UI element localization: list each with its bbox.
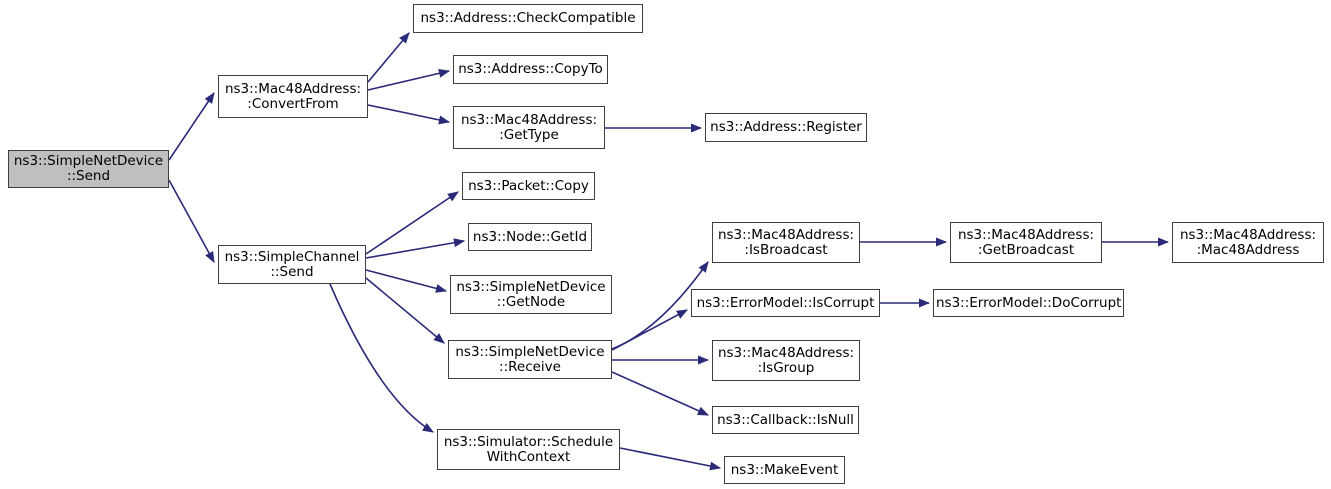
graph-node-label-gettype: ns3::Mac48Address: :GetType	[460, 111, 598, 143]
graph-node-label-getbroadcast: ns3::Mac48Address: :GetBroadcast	[957, 226, 1095, 258]
graph-node-copyto[interactable]: ns3::Address::CopyTo	[453, 55, 608, 84]
edge-channelsend-to-packetcopy	[365, 191, 459, 255]
graph-node-channelsend[interactable]: ns3::SimpleChannel ::Send	[218, 245, 366, 284]
graph-node-label-isnull: ns3::Callback::IsNull	[717, 411, 854, 428]
graph-node-label-send: ns3::SimpleNetDevice ::Send	[13, 153, 164, 184]
graph-node-send[interactable]: ns3::SimpleNetDevice ::Send	[8, 150, 169, 188]
graph-node-iscorrupt[interactable]: ns3::ErrorModel::IsCorrupt	[691, 289, 880, 317]
graph-node-getnode[interactable]: ns3::SimpleNetDevice ::GetNode	[450, 275, 612, 314]
edge-convertfrom-to-checkcompatible	[367, 32, 410, 83]
graph-node-label-mac48address: ns3::Mac48Address: :Mac48Address	[1179, 226, 1317, 258]
edge-schedulectx-to-makeevent	[619, 447, 722, 471]
edge-channelsend-to-schedulectx	[329, 283, 434, 433]
edge-send-to-channelsend	[168, 179, 215, 263]
edge-receive-to-iscorrupt	[611, 309, 688, 351]
edge-channelsend-to-nodegetid	[365, 238, 466, 259]
graph-node-schedulectx[interactable]: ns3::Simulator::Schedule WithContext	[437, 429, 620, 470]
edge-channelsend-to-receive	[365, 277, 445, 344]
graph-node-label-iscorrupt: ns3::ErrorModel::IsCorrupt	[696, 294, 875, 311]
graph-node-label-makeevent: ns3::MakeEvent	[730, 461, 839, 478]
graph-node-mac48address[interactable]: ns3::Mac48Address: :Mac48Address	[1172, 222, 1324, 263]
graph-node-gettype[interactable]: ns3::Mac48Address: :GetType	[453, 106, 605, 149]
graph-node-isbroadcast[interactable]: ns3::Mac48Address: :IsBroadcast	[712, 222, 860, 263]
edge-channelsend-to-getnode	[365, 269, 448, 293]
edge-convertfrom-to-copyto	[367, 68, 451, 91]
graph-node-packetcopy[interactable]: ns3::Packet::Copy	[462, 172, 595, 200]
graph-node-getbroadcast[interactable]: ns3::Mac48Address: :GetBroadcast	[950, 222, 1102, 263]
graph-node-label-schedulectx: ns3::Simulator::Schedule WithContext	[443, 433, 614, 465]
edge-convertfrom-to-gettype	[367, 104, 451, 125]
graph-node-label-channelsend: ns3::SimpleChannel ::Send	[224, 248, 360, 280]
graph-node-isnull[interactable]: ns3::Callback::IsNull	[712, 406, 859, 434]
graph-node-label-receive: ns3::SimpleNetDevice ::Receive	[455, 343, 605, 375]
graph-node-label-checkcompatible: ns3::Address::CheckCompatible	[420, 10, 636, 26]
graph-node-label-getnode: ns3::SimpleNetDevice ::GetNode	[456, 278, 606, 310]
graph-node-docorrupt[interactable]: ns3::ErrorModel::DoCorrupt	[933, 289, 1124, 317]
graph-node-label-docorrupt: ns3::ErrorModel::DoCorrupt	[936, 294, 1122, 311]
graph-node-makeevent[interactable]: ns3::MakeEvent	[724, 456, 845, 484]
graph-node-receive[interactable]: ns3::SimpleNetDevice ::Receive	[448, 340, 612, 379]
graph-node-checkcompatible[interactable]: ns3::Address::CheckCompatible	[413, 4, 643, 33]
edge-send-to-convertfrom	[168, 92, 215, 161]
edge-receive-to-isnull	[611, 371, 710, 416]
graph-node-label-nodegetid: ns3::Node::GetId	[472, 228, 588, 245]
graph-node-label-register: ns3::Address::Register	[710, 119, 862, 135]
graph-node-label-packetcopy: ns3::Packet::Copy	[468, 177, 589, 194]
graph-node-label-convertfrom: ns3::Mac48Address: :ConvertFrom	[224, 80, 362, 112]
graph-node-label-copyto: ns3::Address::CopyTo	[458, 61, 603, 77]
graph-node-label-isgroup: ns3::Mac48Address: :IsGroup	[717, 344, 855, 376]
graph-node-nodegetid[interactable]: ns3::Node::GetId	[468, 223, 592, 251]
graph-node-isgroup[interactable]: ns3::Mac48Address: :IsGroup	[712, 340, 860, 381]
graph-node-label-isbroadcast: ns3::Mac48Address: :IsBroadcast	[717, 226, 855, 258]
graph-node-register[interactable]: ns3::Address::Register	[705, 113, 867, 142]
graph-node-convertfrom[interactable]: ns3::Mac48Address: :ConvertFrom	[218, 75, 368, 118]
